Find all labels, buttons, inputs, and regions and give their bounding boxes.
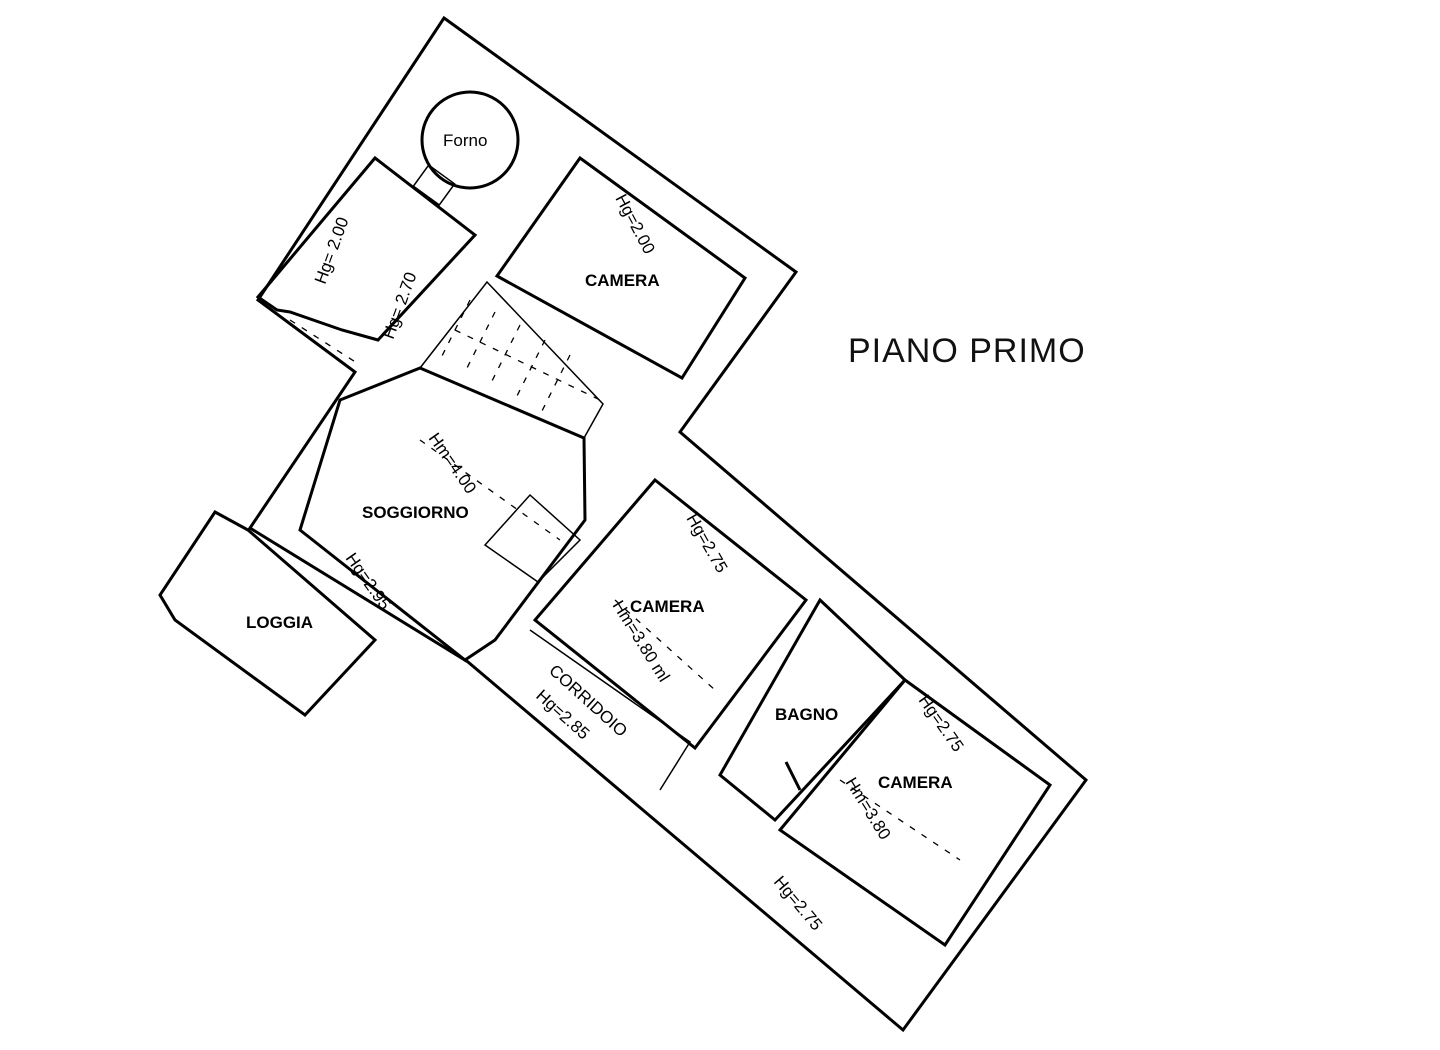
camera2-wall	[532, 477, 809, 751]
axis-lines	[289, 319, 961, 861]
forno-passage	[412, 164, 456, 206]
soggiorno-label: SOGGIORNO	[362, 503, 469, 522]
soggiorno-hg: Hg=2.95	[342, 549, 395, 613]
staircase	[418, 280, 604, 439]
soggiorno-hm: Hm=4.00	[425, 429, 480, 497]
forno-label: Forno	[443, 131, 487, 150]
bagno-fixture	[784, 761, 802, 791]
camera3-hg: Hg=2.75	[915, 691, 968, 755]
forno-oven	[420, 90, 520, 190]
outer-wall	[247, 15, 1089, 1033]
chimney	[483, 493, 582, 583]
loggia-wall	[158, 510, 378, 717]
camera2-label: CAMERA	[630, 597, 705, 616]
plan-title: PIANO PRIMO	[848, 332, 1086, 370]
camera1-hg: Hg=2.00	[611, 191, 658, 257]
store-hg2: Hg= 2.70	[379, 270, 421, 342]
bagno-wall	[718, 597, 908, 823]
loggia-label: LOGGIA	[246, 613, 313, 632]
corridor-wall	[529, 629, 692, 791]
store-room-wall	[255, 155, 478, 342]
camera1-label: CAMERA	[585, 271, 660, 290]
camera1-wall	[494, 155, 748, 380]
camera3-label: CAMERA	[878, 773, 953, 792]
camera3-wall	[777, 677, 1053, 948]
bagno-label: BAGNO	[775, 705, 838, 724]
stair-steps	[439, 299, 601, 416]
